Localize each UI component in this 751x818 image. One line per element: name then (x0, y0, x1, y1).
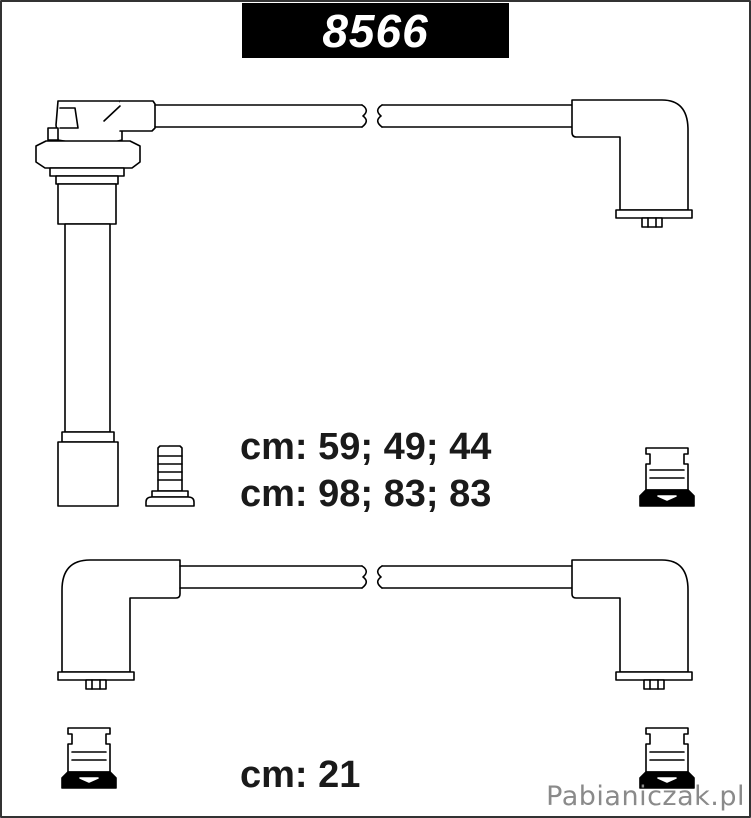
cable-top (35, 99, 693, 507)
cable-lengths-line-2: cm: 98; 83; 83 (240, 473, 492, 515)
cable-bottom (57, 559, 693, 690)
right-angle-boot-bottom-right (571, 559, 693, 690)
small-terminal-middle (145, 445, 195, 507)
cable-lengths-line-3: cm: 21 (240, 754, 361, 796)
wire-bottom (179, 565, 573, 589)
watermark: Pabianiczak.pl (546, 781, 745, 812)
right-angle-boot-bottom-left (57, 559, 181, 690)
cable-lengths-line-1: cm: 59; 49; 44 (240, 426, 492, 468)
distributor-terminal-bottom-right (639, 727, 695, 789)
distributor-terminal-bottom-left (61, 727, 117, 789)
right-angle-boot-top (571, 99, 693, 228)
distributor-terminal-middle-right (639, 447, 695, 507)
part-number-title: 8566 (242, 3, 509, 58)
wire-top (154, 104, 573, 128)
long-plug-boot (35, 100, 156, 507)
